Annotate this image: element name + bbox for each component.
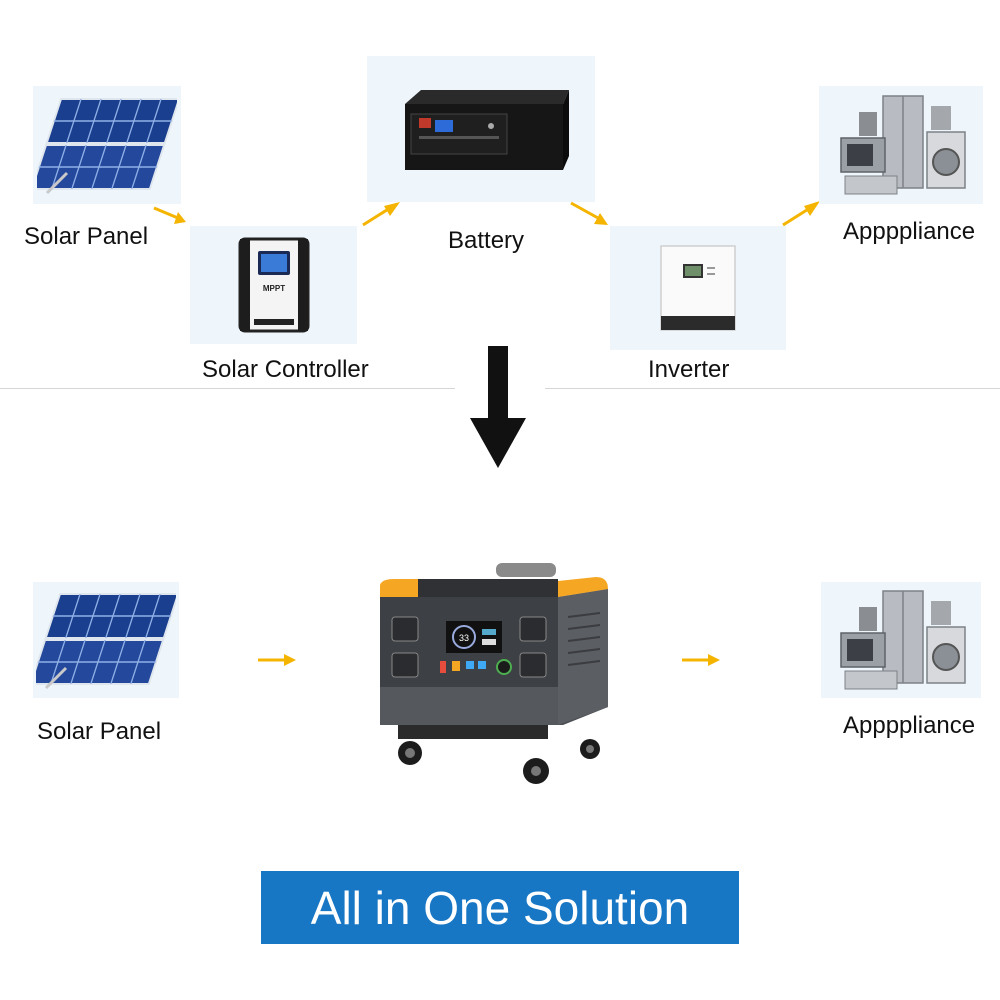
battery-icon [391, 84, 571, 174]
arrow-right-icon [152, 202, 188, 226]
arrow-right-icon [360, 198, 402, 228]
power-station-tile: 33 [342, 548, 644, 796]
arrow-right-icon [780, 196, 822, 228]
solution-banner: All in One Solution [261, 871, 739, 944]
inverter-label: Inverter [648, 356, 729, 384]
solution-banner-text: All in One Solution [311, 881, 689, 935]
charge-controller-icon: MPPT [234, 235, 314, 335]
solar-panel-icon [36, 588, 176, 692]
arrow-right-icon [680, 652, 722, 668]
appliance-label-top: Appppliance [843, 218, 975, 246]
appliances-icon [831, 92, 971, 198]
appliance-tile-bottom [821, 582, 981, 698]
arrow-right-icon [568, 200, 610, 228]
controller-screen-text: MPPT [262, 284, 284, 293]
appliances-icon [831, 587, 971, 693]
solar-controller-tile: MPPT [190, 226, 357, 344]
solar-panel-tile-bottom [33, 582, 179, 698]
inverter-tile [610, 226, 786, 350]
solar-panel-tile-top [33, 86, 181, 204]
solar-panel-label-bottom: Solar Panel [37, 718, 161, 746]
arrow-down-icon [470, 346, 526, 468]
power-station-icon: 33 [358, 557, 628, 787]
battery-tile [367, 56, 595, 202]
appliance-tile-top [819, 86, 983, 204]
appliance-label-bottom: Appppliance [843, 712, 975, 740]
solar-controller-label: Solar Controller [202, 356, 369, 384]
inverter-icon [653, 242, 743, 334]
arrow-right-icon [256, 652, 298, 668]
solar-panel-label-top: Solar Panel [24, 223, 148, 251]
solar-panel-icon [37, 93, 177, 197]
battery-label: Battery [448, 227, 524, 255]
station-display-value: 33 [459, 633, 469, 643]
